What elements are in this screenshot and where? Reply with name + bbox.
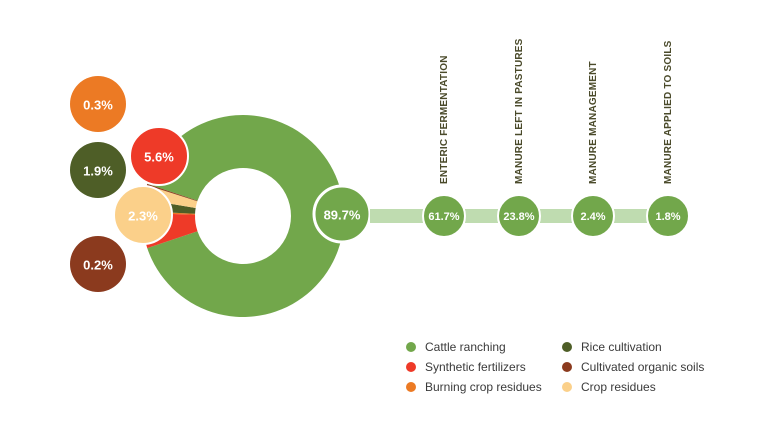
breakdown-value-manure-left-in-pastures: 23.8%: [503, 211, 534, 223]
connector-bar: [540, 209, 572, 223]
cattle-breakdown: 61.7% ENTERIC FERMENTATION 23.8% MANURE LEF…: [370, 38, 690, 238]
legend-swatch: [562, 362, 572, 372]
bubble-cultivated-organic-soils: [70, 236, 126, 292]
breakdown-label-manure-left-in-pastures: MANURE LEFT IN PASTURES: [514, 38, 525, 184]
bubble-crop-residues: [113, 185, 173, 245]
connector-bar: [614, 209, 647, 223]
breakdown-label-enteric-fermentation: ENTERIC FERMENTATION: [439, 55, 450, 184]
connector-bar: [370, 209, 423, 223]
value-label-cattle-ranching: 89.7%: [324, 208, 361, 223]
value-label-cultivated-organic-soils: 0.2%: [83, 258, 113, 273]
legend-swatch: [406, 342, 416, 352]
legend-label: Rice cultivation: [581, 340, 662, 354]
breakdown-value-manure-applied-to-soils: 1.8%: [655, 211, 680, 223]
legend: Cattle ranching Rice cultivationSynthetic…: [406, 340, 704, 394]
bubble-rice-cultivation: [70, 142, 126, 198]
breakdown-label-manure-management: MANURE MANAGEMENT: [588, 61, 599, 184]
donut-slice-cultivated-organic-soils: [146, 183, 198, 202]
breakdown-bubble-enteric-fermentation: [422, 194, 466, 238]
legend-swatch: [406, 382, 416, 392]
bubble-burning-crop-residues: [70, 76, 126, 132]
breakdown-bubble-manure-left-in-pastures: [497, 194, 541, 238]
legend-label: Cattle ranching: [425, 340, 506, 354]
value-label-burning-crop-residues: 0.3%: [83, 98, 113, 113]
breakdown-bubble-manure-applied-to-soils: [646, 194, 690, 238]
legend-label: Synthetic fertilizers: [425, 360, 526, 374]
breakdown-bubble-manure-management: [571, 194, 615, 238]
breakdown-value-enteric-fermentation: 61.7%: [428, 211, 459, 223]
legend-item-cattle-ranching: Cattle ranching: [406, 340, 506, 354]
legend-item-crop-residues: Crop residues: [562, 380, 656, 394]
breakdown-value-manure-management: 2.4%: [580, 211, 605, 223]
legend-item-rice-cultivation: Rice cultivation: [562, 340, 662, 354]
legend-item-burning-crop-residues: Burning crop residues: [406, 380, 542, 394]
value-label-synthetic-fertilizers: 5.6%: [144, 150, 174, 165]
legend-swatch: [406, 362, 416, 372]
legend-swatch: [562, 382, 572, 392]
slice-bubbles: 0.3% 5.6% 1.9% 2.3% 0.2% 89.7%: [70, 76, 372, 292]
value-label-rice-cultivation: 1.9%: [83, 164, 113, 179]
donut-slice-cattle-ranching: [147, 114, 344, 317]
breakdown-label-manure-applied-to-soils: MANURE APPLIED TO SOILS: [663, 40, 674, 184]
legend-item-cultivated-organic-soils: Cultivated organic soils: [562, 360, 704, 374]
connector-bar: [465, 209, 498, 223]
legend-label: Burning crop residues: [425, 380, 542, 394]
legend-label: Crop residues: [581, 380, 656, 394]
value-label-crop-residues: 2.3%: [128, 209, 158, 224]
bubble-synthetic-fertilizers: [129, 126, 189, 186]
legend-label: Cultivated organic soils: [581, 360, 704, 374]
legend-swatch: [562, 342, 572, 352]
legend-item-synthetic-fertilizers: Synthetic fertilizers: [406, 360, 526, 374]
